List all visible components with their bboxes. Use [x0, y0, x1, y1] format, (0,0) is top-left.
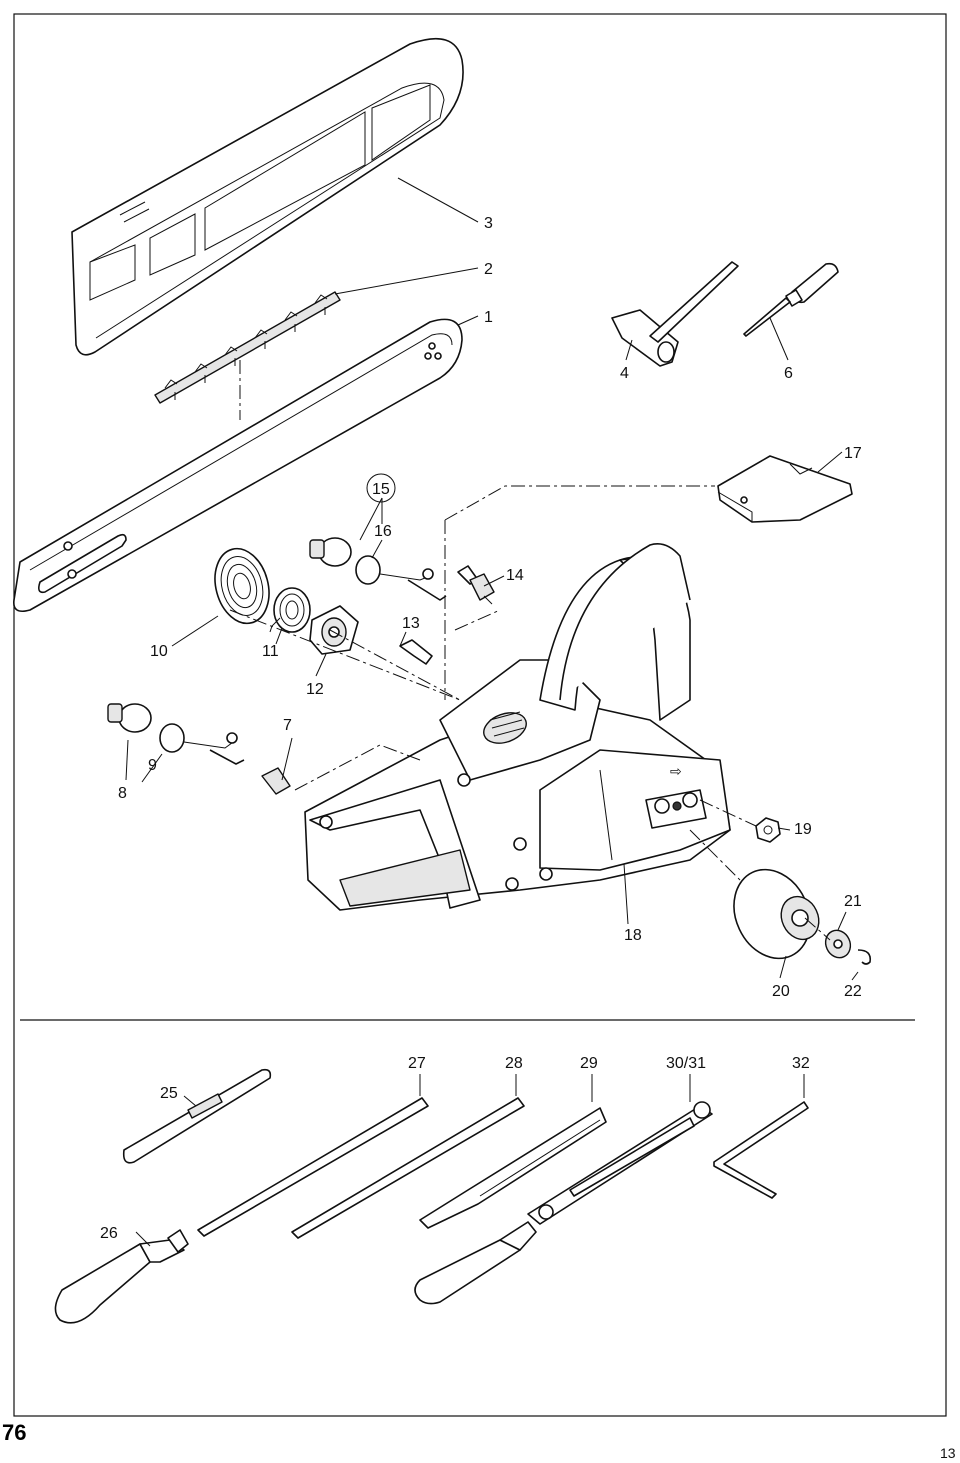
spark-plug-part [457, 565, 495, 605]
callout-18: 18 [624, 927, 642, 944]
chainsaw-body: ⇨ [304, 543, 731, 911]
leader-lines [125, 177, 859, 1247]
callout-28: 28 [505, 1055, 523, 1072]
callout-16: 16 [374, 523, 392, 540]
air-filter-cover-part [717, 455, 853, 523]
callout-15-ring [366, 473, 396, 503]
callout-20: 20 [772, 983, 790, 1000]
callout-12: 12 [306, 681, 324, 698]
callout-21: 21 [844, 893, 862, 910]
bar-cover-part [71, 37, 464, 356]
file-holder-tool [414, 1101, 713, 1305]
callout-8: 8 [118, 785, 127, 802]
callout-15: 15 [372, 481, 390, 498]
fuel-cap-part [309, 537, 447, 601]
callout-32: 32 [792, 1055, 810, 1072]
flat-file-tool [419, 1107, 607, 1229]
callout-30-31: 30/31 [666, 1055, 706, 1072]
callout-6: 6 [784, 365, 793, 382]
callout-19: 19 [794, 821, 812, 838]
callout-7: 7 [283, 717, 292, 734]
corner-page-number: 13 [940, 1445, 956, 1461]
callout-14: 14 [506, 567, 524, 584]
assembly-lines [229, 485, 831, 941]
spring-part [269, 587, 311, 633]
clutch-part [309, 605, 359, 655]
saw-chain-part [154, 291, 341, 404]
clutch-drum-part [733, 868, 820, 960]
screwdriver-part [743, 262, 839, 337]
callout-22: 22 [844, 983, 862, 1000]
pin-part [399, 639, 433, 665]
callout-17: 17 [844, 445, 862, 462]
callout-10: 10 [150, 643, 168, 660]
file-handle-tool [54, 1229, 189, 1324]
oil-cap-part [107, 703, 291, 795]
clip-part [857, 949, 872, 965]
page-border [13, 13, 947, 1417]
round-file-28-tool [291, 1097, 525, 1239]
callout-26: 26 [100, 1225, 118, 1242]
guide-bar-part [13, 318, 463, 613]
callout-13: 13 [402, 615, 420, 632]
callout-1: 1 [484, 309, 493, 326]
depth-gauge-tool [122, 1068, 272, 1164]
callout-3: 3 [484, 215, 493, 232]
page-number: 76 [2, 1420, 26, 1445]
hex-key-tool [713, 1101, 809, 1199]
callout-9: 9 [148, 757, 157, 774]
round-file-27-tool [197, 1097, 429, 1237]
callout-27: 27 [408, 1055, 426, 1072]
callout-11: 11 [262, 643, 279, 660]
callout-2: 2 [484, 261, 493, 278]
starter-spring-part [214, 547, 270, 625]
callout-25: 25 [160, 1085, 178, 1102]
callout-29: 29 [580, 1055, 598, 1072]
callout-4: 4 [620, 365, 629, 382]
washer-part [824, 929, 852, 959]
combination-spanner-part [611, 261, 739, 367]
arrow-mark: ⇨ [670, 763, 682, 779]
nut-part [755, 817, 781, 843]
